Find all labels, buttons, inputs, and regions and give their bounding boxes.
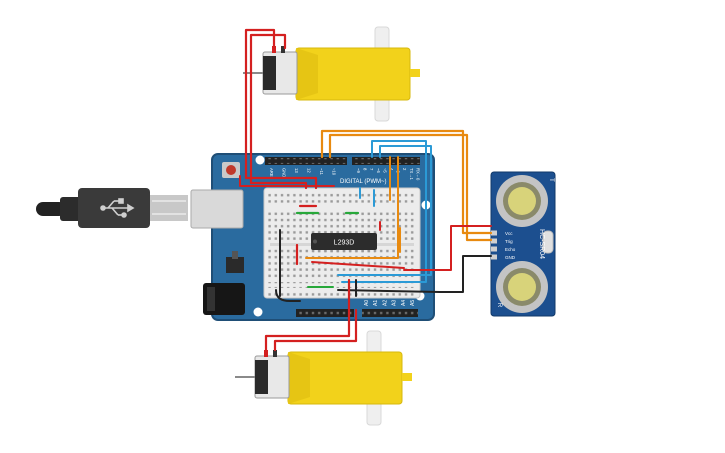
motor-top[interactable] — [243, 26, 420, 122]
analog-pin-label: A4 — [401, 300, 407, 306]
usb-cable — [36, 188, 188, 228]
usb-cable-end — [36, 202, 66, 216]
mark-r: R — [496, 303, 502, 308]
analog-pin-label: A2 — [382, 300, 388, 306]
digital-pin-label: RX←0 — [415, 168, 420, 181]
wire-orange — [328, 133, 493, 242]
wire-red — [403, 225, 492, 271]
sensor-pin-label: Vcc — [505, 231, 513, 236]
analog-pin-label: A0 — [364, 300, 370, 306]
digital-pin-label: AREF — [269, 168, 274, 180]
wire-black — [275, 289, 301, 302]
l293d-chip[interactable]: L293D — [311, 229, 377, 254]
wire-blue — [337, 145, 432, 276]
motor-bottom[interactable] — [235, 330, 412, 426]
digital-pin-label: ~10 — [332, 168, 337, 176]
analog-pin-label: A5 — [410, 300, 416, 306]
sensor-pin-label: Echo — [505, 247, 516, 252]
wire-red — [244, 28, 318, 190]
digital-pin-label: 4 — [389, 168, 394, 171]
sensor-pin-label: Trig — [505, 239, 513, 244]
mark-t: T — [548, 178, 554, 182]
sensor-pin[interactable] — [491, 238, 497, 244]
digital-pin-label: 7 — [369, 168, 374, 171]
mount-hole — [253, 307, 263, 317]
digital-pin-label: GND — [282, 168, 287, 177]
digital-pin-label: ~11 — [319, 168, 324, 175]
l293d-label: L293D — [334, 240, 355, 247]
sensor-pin[interactable] — [491, 230, 497, 236]
sensor-pin-label: GND — [505, 255, 516, 260]
digital-pin-label: 2 — [402, 168, 407, 171]
wires — [239, 28, 493, 352]
wire-red — [264, 308, 351, 352]
digital-pin-label: 8 — [363, 168, 368, 171]
digital-pin-label: TX→1 — [409, 168, 414, 181]
wire-black — [337, 255, 492, 293]
digital-pin-label: ~9 — [356, 168, 361, 173]
analog-pin-label: A3 — [392, 300, 398, 306]
wire-red — [239, 175, 335, 187]
wire-orange — [320, 129, 493, 235]
wire-orange — [305, 156, 399, 259]
usb-b-port[interactable] — [190, 189, 244, 229]
crystal — [542, 230, 554, 254]
digital-pin-label: ~5 — [382, 168, 387, 173]
usb-icon — [100, 198, 135, 218]
wire-red — [311, 261, 405, 269]
hc-sr04-model-label: HC-SR04 — [538, 229, 545, 259]
l293d-body — [311, 233, 377, 250]
wire-blue — [341, 140, 427, 283]
digital-header-title: DIGITAL (PWM~) — [340, 179, 387, 185]
digital-pin-label: 12 — [307, 168, 312, 173]
wire-red — [249, 33, 308, 190]
mount-hole — [255, 155, 265, 165]
digital-pin-label: ~6 — [376, 168, 381, 173]
reset-button-cap[interactable] — [226, 165, 236, 175]
sensor-pin[interactable] — [491, 246, 497, 252]
wire-red — [273, 308, 358, 352]
sensor-pin[interactable] — [491, 254, 497, 260]
analog-pin-label: A1 — [373, 300, 379, 306]
voltage-regulator — [226, 257, 244, 273]
usb-plug-metal — [150, 195, 188, 221]
digital-pin-label: 13 — [294, 168, 299, 173]
